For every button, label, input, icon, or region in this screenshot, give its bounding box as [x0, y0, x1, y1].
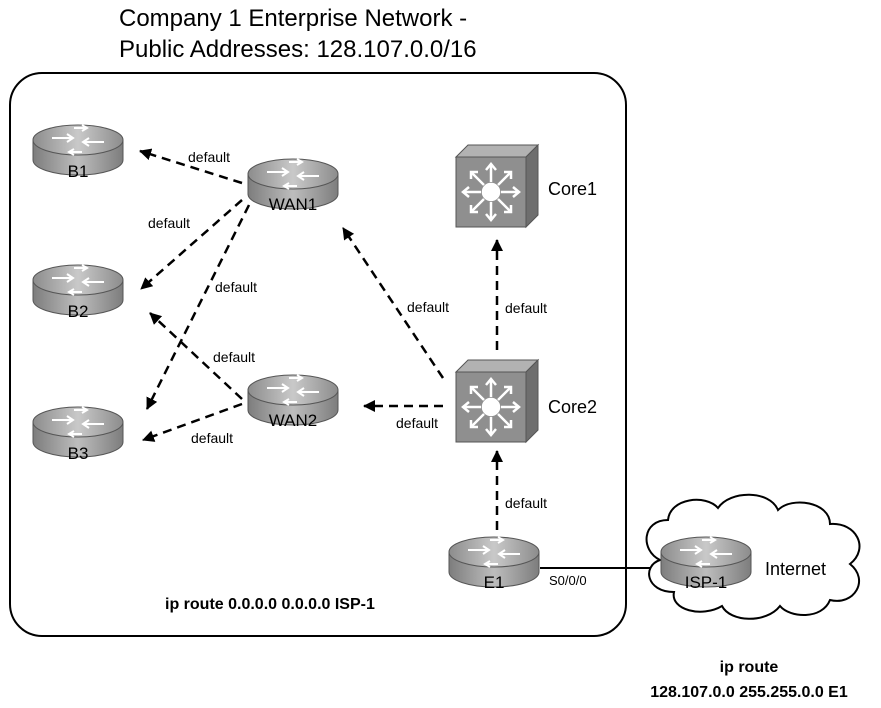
diagram-title-line1: Company 1 Enterprise Network -	[119, 5, 467, 32]
diagram-title-line2: Public Addresses: 128.107.0.0/16	[119, 36, 477, 63]
wan1-to-b1-default-arrow	[139, 148, 243, 185]
router-b3: B3	[32, 406, 124, 463]
router-isp1-label: ISP-1	[685, 573, 728, 592]
wan1-to-b3-default-arrow	[145, 204, 251, 410]
router-b2: B2	[32, 264, 124, 321]
wan2-to-b2-default-arrow	[149, 312, 243, 400]
default-label-core2-wan2: default	[396, 415, 438, 431]
router-b1-label: B1	[68, 162, 89, 181]
switch-core2	[454, 358, 540, 444]
router-b3-label: B3	[68, 444, 89, 463]
interface-label: S0/0/0	[549, 573, 587, 588]
router-b2-label: B2	[68, 302, 89, 321]
wan2-to-b3-default-arrow	[142, 402, 243, 442]
internet-label: Internet	[765, 559, 826, 579]
router-wan1-label: WAN1	[269, 195, 318, 214]
internet-cloud	[645, 493, 861, 620]
default-label-e1-core2: default	[505, 495, 547, 511]
router-e1-label: E1	[484, 573, 505, 592]
default-label-wan2-b2: default	[213, 349, 255, 365]
default-label-wan1-b3: default	[215, 279, 257, 295]
router-wan2: WAN2	[247, 374, 339, 430]
e1-route-command: ip route 0.0.0.0 0.0.0.0 ISP-1	[165, 596, 375, 613]
switch-core1-label: Core1	[548, 179, 597, 199]
switch-core2-label: Core2	[548, 397, 597, 417]
default-label-core2-wan1: default	[407, 299, 449, 315]
router-e1: E1	[448, 536, 540, 592]
isp-route-command-line2: 128.107.0.0 255.255.0.0 E1	[650, 684, 848, 701]
default-label-wan2-b3: default	[191, 430, 233, 446]
enterprise-boundary	[9, 72, 627, 637]
router-wan1: WAN1	[247, 158, 339, 214]
isp-route-command-line1: ip route	[720, 659, 779, 676]
default-label-wan1-b2: default	[148, 215, 190, 231]
router-isp1: ISP-1	[660, 536, 752, 592]
wan1-to-b2-default-arrow	[140, 199, 243, 290]
switch-core1	[454, 143, 540, 229]
default-label-core2-core1: default	[505, 300, 547, 316]
default-label-wan1-b1: default	[188, 149, 230, 165]
core2-to-wan1-default-arrow	[341, 227, 445, 379]
router-wan2-label: WAN2	[269, 411, 318, 430]
router-b1: B1	[32, 124, 124, 181]
